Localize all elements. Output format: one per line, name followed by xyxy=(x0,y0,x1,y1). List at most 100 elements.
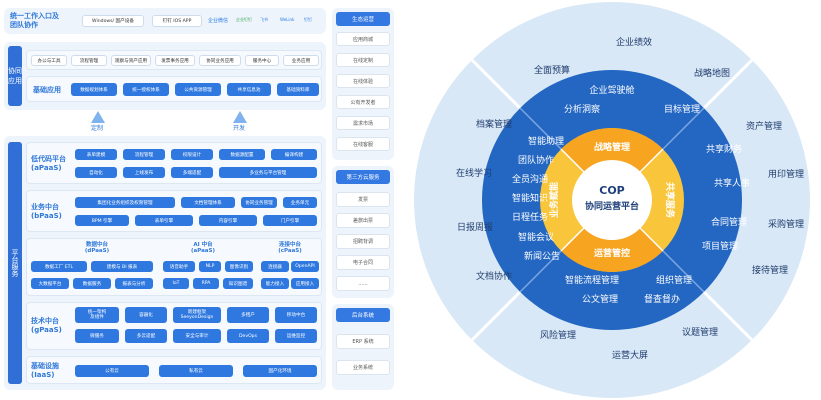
mid-top-1: 企业驾驶舱 xyxy=(589,84,634,96)
collab-row1: 办公与工具 流程管理 观察与资产应用 发票事务应用 协同业务应用 服务中心 业务… xyxy=(26,50,322,70)
platform-panel: 平台服务 低代码平台 (aPaaS) 表单建模 流程管理 权限设计 数据源配置 … xyxy=(4,136,326,390)
data-chip-5: 报表与分析 xyxy=(115,278,153,289)
outer-bottom-1: 风险管理 xyxy=(540,329,576,341)
outer-right-3: 采购管理 xyxy=(768,218,804,230)
business-section: 业务中台 (bPaaS) 集团化业务组织及权限管理 文档管理体系 协同业务管理 … xyxy=(26,190,322,232)
collab-chip-4: 发票事务应用 xyxy=(155,55,195,66)
basic-chip-5: 基础资料库 xyxy=(277,83,319,96)
logo-feishu: 飞书 xyxy=(260,17,268,22)
outer-top-3: 战略地图 xyxy=(694,67,730,79)
collab-chip-6: 服务中心 xyxy=(245,55,279,66)
third-item-2: 差旅出票 xyxy=(336,213,390,228)
top-entry-label: 统一工作入口及 团队协作 xyxy=(10,12,59,29)
infra-section: 基础设施 (IaaS) 公有云 私有云 国产化环境 xyxy=(26,356,322,384)
top-entry-bar: 统一工作入口及 团队协作 Windows/ 国产设备 钉钉 IOS APP 企业… xyxy=(4,8,326,34)
mid-top-2: 分析洞察 xyxy=(564,103,600,115)
outer-bottom-3: 运营大屏 xyxy=(612,349,648,361)
tech-chip-7: 多云适配 xyxy=(125,329,167,343)
eco-item-2: 在线定制 xyxy=(336,53,390,67)
logo-dingtalk: 企业钉钉 xyxy=(236,17,252,22)
infra-chip-3: 国产化环境 xyxy=(243,365,317,377)
basic-chip-4: 共享信息池 xyxy=(227,83,271,96)
inner-label-strategy: 战略管理 xyxy=(594,141,630,153)
third-item-4: 电子合同 xyxy=(336,255,390,270)
cop-wheel: COP 协同运营平台 战略管理 共享服务 运营管控 业务赋能 企业驾驶舱 分析洞… xyxy=(414,2,810,398)
outer-left-2: 在线学习 xyxy=(456,167,492,179)
tech-chip-5: 移动中台 xyxy=(275,307,317,323)
data-chip-2: 建模与 BI 报表 xyxy=(91,261,153,272)
third-item-5: ...... xyxy=(336,276,390,291)
third-title: 第三方云服务 xyxy=(336,170,390,184)
third-item-3: 招聘背调 xyxy=(336,234,390,249)
mid-top-3: 目标管理 xyxy=(664,103,700,115)
logo-wecom: 企业微信 xyxy=(208,18,229,24)
arrow-develop-label: 开发 xyxy=(233,125,246,132)
lowcode-chip-5: 编译构建 xyxy=(271,149,317,160)
lowcode-chip-1: 表单建模 xyxy=(75,149,117,160)
business-chip-7: 内容引擎 xyxy=(199,215,257,226)
entry-chip-app: 钉钉 IOS APP xyxy=(152,15,202,27)
backend-item-1: ERP 系统 xyxy=(336,334,390,349)
lowcode-chip-7: 上线发布 xyxy=(123,167,165,178)
lowcode-chip-9: 多业务与平台管理 xyxy=(219,167,317,178)
eco-item-6: 在线客服 xyxy=(336,137,390,151)
data-chip-4: 数据服务 xyxy=(73,278,111,289)
mid-bottom-1: 智能流程管理 xyxy=(565,274,619,286)
logo-welink: WeLink xyxy=(280,17,295,22)
lowcode-chip-2: 流程管理 xyxy=(123,149,165,160)
arrow-customize: 定制 xyxy=(86,111,110,135)
backend-item-2: 业务系统 xyxy=(336,360,390,375)
lowcode-section: 低代码平台 (aPaaS) 表单建模 流程管理 权限设计 数据源配置 编译构建 … xyxy=(26,142,322,184)
data-mid-title: 数据中台 (dPaaS) xyxy=(84,242,110,254)
inner-label-control: 运营管控 xyxy=(594,247,630,259)
mid-bottom-3: 公文管理 xyxy=(582,293,618,305)
tech-chip-3: 新建框架 SeeyonDesign xyxy=(173,307,221,323)
eco-panel: 生态运营 应用商城 在线定制 在线体验 公有开发者 需求市场 在线客服 xyxy=(332,8,394,160)
mid-right-1: 共享财务 xyxy=(706,143,742,155)
ai-chip-5: RPA xyxy=(193,278,219,289)
center-title: COP xyxy=(599,184,625,197)
ai-chip-4: IoT xyxy=(163,278,189,289)
tech-chip-2: 容器化 xyxy=(125,307,167,323)
collab-chip-2: 流程管理 xyxy=(71,55,107,66)
business-chip-4: 业务单元 xyxy=(283,197,317,208)
ai-mid-title: AI 中台 (aPaaS) xyxy=(190,242,215,254)
third-item-1: 发票 xyxy=(336,192,390,207)
infra-chip-2: 私有云 xyxy=(159,365,233,377)
lowcode-label: 低代码平台 (aPaaS) xyxy=(31,155,66,172)
mid-bottom-4: 督查督办 xyxy=(644,293,680,305)
outer-labels: 企业绩效 全面预算 战略地图 资产管理 用印管理 采购管理 接待管理 风险管理 … xyxy=(456,36,804,361)
outer-top-1: 企业绩效 xyxy=(616,36,652,48)
mid-platforms: 数据中台 (dPaaS) 数据工厂 ETL 建模与 BI 报表 大数据平台 数据… xyxy=(26,238,322,296)
mid-bottom-2: 组织管理 xyxy=(656,274,692,286)
ai-chip-2: NLP xyxy=(199,261,221,272)
conn-mid-title: 连接中台 (cPaaS) xyxy=(278,242,302,254)
backend-panel: 后台系统 ERP 系统 业务系统 xyxy=(332,304,394,390)
outer-bottom-2: 议题管理 xyxy=(682,326,718,338)
business-chip-5: BPM 引擎 xyxy=(75,215,129,226)
eco-item-1: 应用商城 xyxy=(336,32,390,46)
tech-chip-6: 微服务 xyxy=(75,329,119,343)
collab-chip-7: 业务应用 xyxy=(283,55,319,66)
data-chip-1: 数据工厂 ETL xyxy=(31,261,87,272)
basic-apps-label: 基础应用 xyxy=(33,86,61,94)
logo-dingding: 钉钉 xyxy=(304,17,312,22)
mid-left-6: 智能会议 xyxy=(518,231,554,243)
outer-left-1: 档案管理 xyxy=(476,118,512,130)
collab-row2: 基础应用 数据规划体系 统一授权体系 公共资源管理 共享信息池 基础资料库 xyxy=(26,76,322,102)
collab-chip-1: 办公与工具 xyxy=(31,55,67,66)
business-chip-1: 集团化业务组织及权限管理 xyxy=(75,197,175,208)
tech-chip-4: 多租户 xyxy=(227,307,269,323)
tech-section: 技术中台 (gPaaS) 统一架构 及组件 容器化 新建框架 SeeyonDes… xyxy=(26,302,322,350)
mid-left-5: 日程任务 xyxy=(512,211,548,223)
business-chip-8: 门户引擎 xyxy=(263,215,317,226)
lowcode-chip-6: 自动化 xyxy=(75,167,117,178)
arrow-up-icon xyxy=(91,111,105,123)
mid-left-3: 全员沟通 xyxy=(512,173,548,185)
lowcode-chip-4: 数据源配置 xyxy=(219,149,265,160)
architecture-diagram: 统一工作入口及 团队协作 Windows/ 国产设备 钉钉 IOS APP 企业… xyxy=(0,0,398,400)
ai-chip-3: 图像识别 xyxy=(225,261,253,272)
center-subtitle: 协同运营平台 xyxy=(585,200,639,212)
ai-chip-1: 语音助手 xyxy=(163,261,195,272)
conn-chip-1: 连接器 xyxy=(261,261,289,272)
